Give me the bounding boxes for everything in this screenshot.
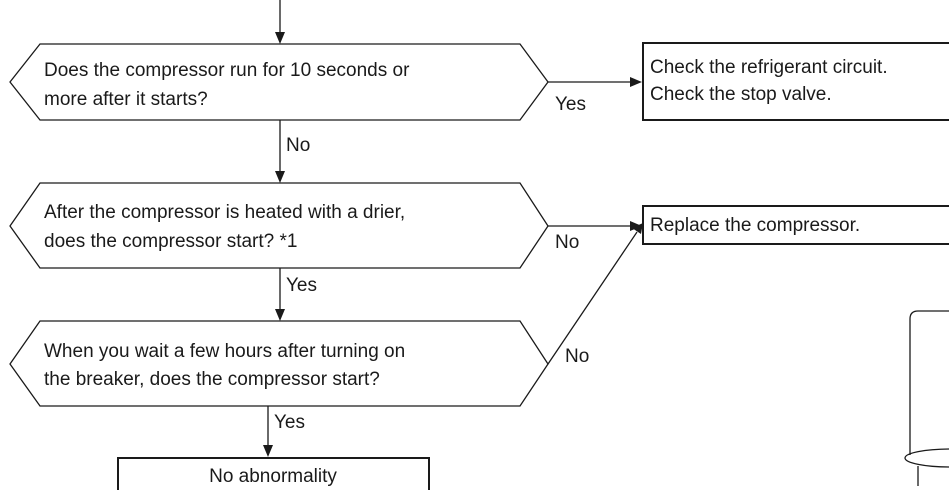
arrowhead-yes-1 — [630, 77, 642, 87]
result-replace-text: Replace the compressor. — [650, 215, 860, 236]
label-no-1: No — [286, 135, 310, 156]
decision-2-shape — [9, 182, 549, 269]
label-no-3: No — [565, 346, 589, 367]
decision-1-shape — [9, 43, 549, 121]
arrowhead-yes-3 — [263, 445, 273, 457]
arrowhead-no-3 — [632, 223, 643, 234]
decision-3-shape — [9, 320, 549, 407]
decision-3-text-line1: When you wait a few hours after turning … — [44, 341, 405, 362]
compressor-base-ellipse — [904, 448, 949, 468]
arrowhead-entry — [275, 32, 285, 44]
label-no-2: No — [555, 232, 579, 253]
result-ok-text: No abnormality — [209, 466, 337, 487]
decision-1-text-line1: Does the compressor run for 10 seconds o… — [44, 60, 410, 81]
label-yes-1: Yes — [555, 94, 586, 115]
result-ok-box — [117, 457, 430, 490]
decision-2-text-line1: After the compressor is heated with a dr… — [44, 202, 405, 223]
result-refrigerant-line1: Check the refrigerant circuit. — [650, 57, 888, 78]
result-refrigerant-line2: Check the stop valve. — [650, 84, 832, 105]
result-refrigerant-box — [642, 42, 949, 121]
decision-3-text-line2: the breaker, does the compressor start? — [44, 369, 380, 390]
label-yes-2: Yes — [286, 275, 317, 296]
decision-1-text-line2: more after it starts? — [44, 89, 208, 110]
result-replace-box — [642, 205, 949, 245]
arrowhead-yes-2 — [275, 309, 285, 321]
decision-2-text-line2: does the compressor start? *1 — [44, 231, 297, 252]
compressor-illustration — [909, 310, 949, 455]
connector-no-3 — [547, 231, 638, 365]
label-yes-3: Yes — [274, 412, 305, 433]
arrowhead-no-1 — [275, 171, 285, 183]
